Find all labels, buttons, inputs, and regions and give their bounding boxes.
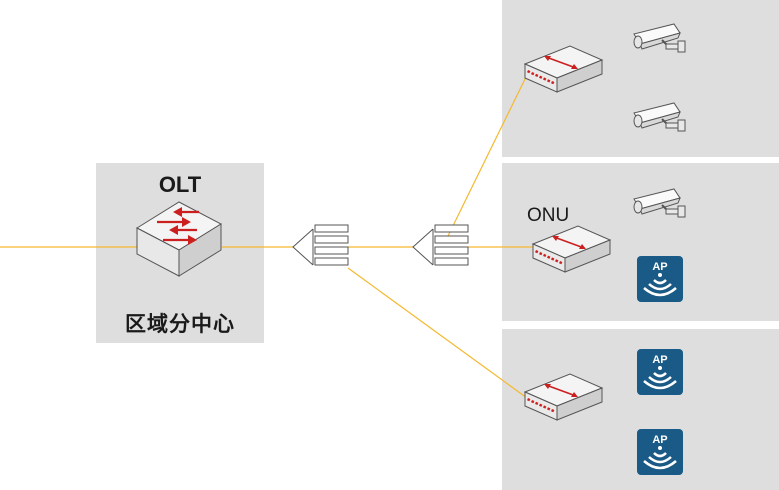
camera-icon	[633, 23, 686, 53]
svg-text:AP: AP	[652, 434, 667, 446]
camera-icon	[633, 102, 686, 132]
olt-switch-icon	[135, 201, 223, 277]
splitter-icon	[412, 224, 469, 266]
onu-switch-icon	[524, 45, 603, 93]
svg-text:AP: AP	[652, 354, 667, 366]
ap-icon: AP	[637, 349, 683, 395]
onu-switch-icon	[524, 373, 603, 421]
ap-icon: AP	[637, 429, 683, 475]
ap-icon: AP	[637, 256, 683, 302]
fiber-links	[0, 74, 534, 399]
fiber-to-onu-bottom	[347, 267, 528, 399]
onu-label: ONU	[527, 205, 570, 226]
fiber-to-onu-top	[447, 74, 528, 237]
olt-label: OLT	[158, 172, 202, 197]
onu-switch-icon	[532, 225, 611, 273]
splitter-icon	[292, 224, 349, 266]
regional-center-caption: 区域分中心	[125, 312, 235, 336]
camera-icon	[633, 188, 686, 218]
svg-text:AP: AP	[652, 261, 667, 273]
